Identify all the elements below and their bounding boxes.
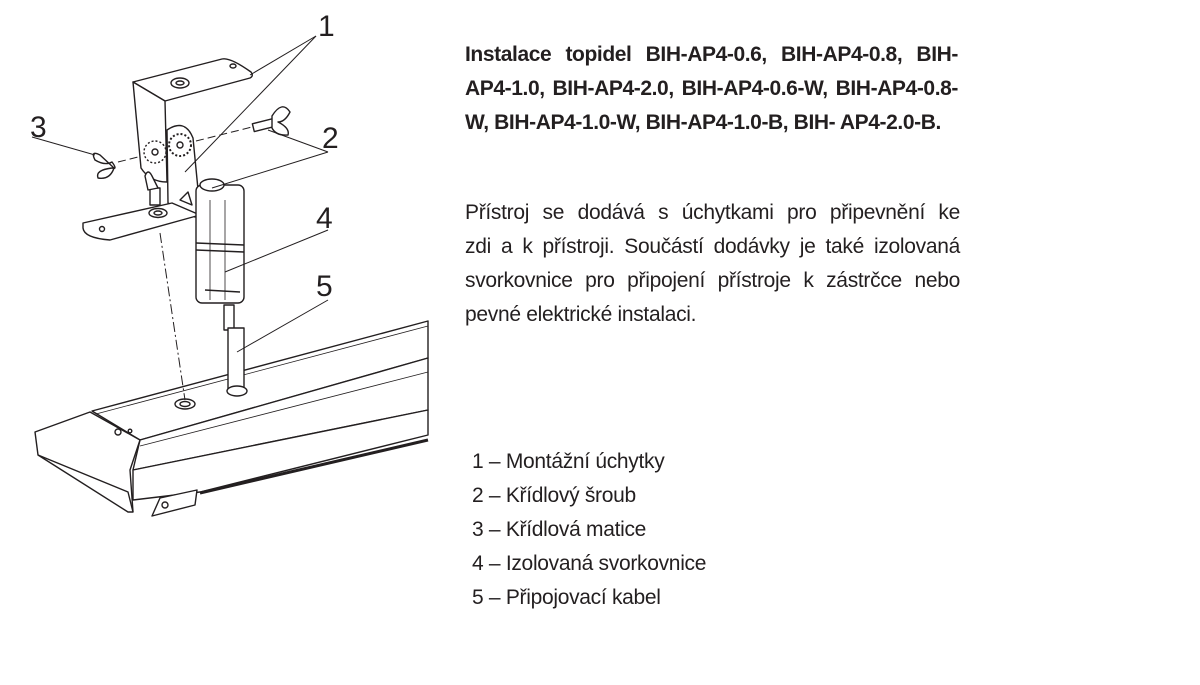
legend-item: 2 – Křídlový šroub [472,484,636,507]
parts-legend: 1 – Montážní úchytky 2 – Křídlový šroub … [472,445,706,615]
paragraph-line: pevné elektrické instalaci. [465,303,697,326]
paragraph-line: zdi a k přístroji. Součástí dodávky je t… [465,235,960,258]
connection-cable [226,327,248,397]
section-heading: Instalace topidel BIH-AP4-0.6, BIH-AP4-0… [465,38,958,140]
terminal-block [195,178,245,331]
legend-item: 5 – Připojovací kabel [472,586,661,609]
heading-line: AP4-1.0, BIH-AP4-2.0, BIH-AP4-0.6-W, BIH… [465,77,958,100]
legend-item: 1 – Montážní úchytky [472,450,665,473]
legend-item: 4 – Izolovaná svorkovnice [472,552,707,575]
callout-1: 1 [318,10,335,43]
heater-body [34,320,429,517]
heater-installation-diagram: 1 2 3 4 5 [30,10,429,517]
heading-line: Instalace topidel BIH-AP4-0.6, BIH-AP4-0… [465,43,958,66]
callout-2: 2 [322,122,339,155]
callout-5: 5 [316,270,333,303]
paragraph-line: Přístroj se dodává s úchytkami pro připe… [465,201,960,224]
wing-nut [92,152,116,179]
legend-item: 3 – Křídlová matice [472,518,647,541]
callout-3: 3 [30,111,47,144]
mounting-bracket [82,58,253,241]
paragraph-line: svorkovnice pro připojení přístroje k zá… [465,269,960,292]
description-paragraph: Přístroj se dodává s úchytkami pro připe… [465,196,960,332]
heading-line: W, BIH-AP4-1.0-W, BIH-AP4-1.0-B, BIH- AP… [465,111,941,134]
callout-4: 4 [316,202,333,235]
